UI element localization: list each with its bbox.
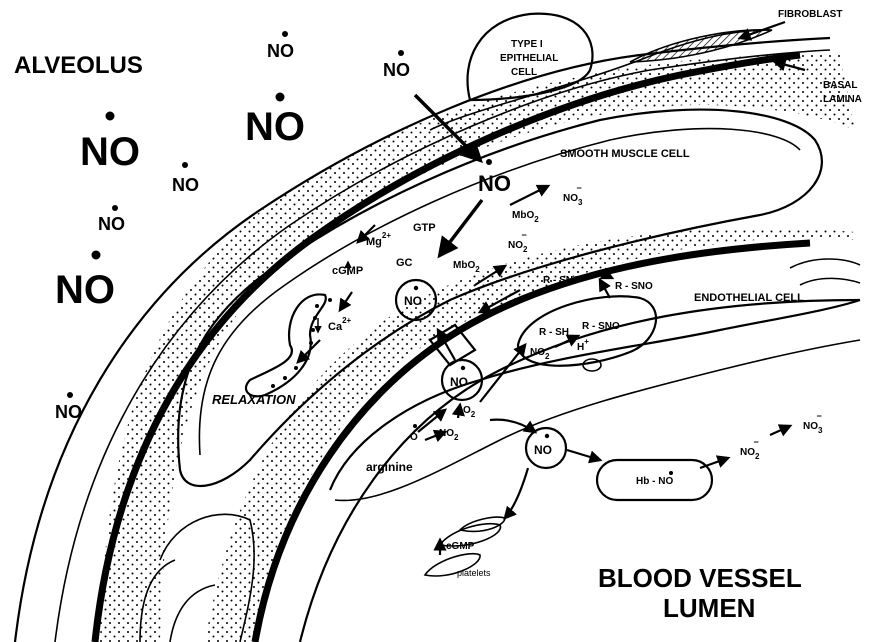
endothelial-junction-2 (800, 278, 860, 285)
label-arginine: arginine (366, 460, 413, 474)
arrow-no-to-gc (440, 200, 482, 255)
label-rsh: R - SH (539, 327, 569, 338)
arrow-no-to-mbo2 (510, 186, 548, 205)
label-hb-no: Hb - NO (636, 476, 673, 487)
no-label-large-2: NO (80, 130, 140, 174)
label-o2: O2 (463, 405, 476, 419)
label-platelets: platelets (457, 568, 491, 578)
label-no3-lumen: NO3− (803, 411, 823, 435)
arrow-to-lumen-no (490, 420, 535, 432)
no-label-large-1: NO (245, 105, 305, 149)
no-label-circle-endothelial: NO (450, 375, 468, 389)
arrow-cgmp-ca (340, 292, 352, 310)
label-endothelial-cell: ENDOTHELIAL CELL (694, 292, 804, 304)
label-type1-line2: EPITHELIAL (500, 53, 558, 64)
no-label-small-2: NO (383, 60, 410, 80)
label-cgmp-smc: cGMP (332, 265, 363, 277)
no-label-small-4: NO (98, 214, 125, 234)
arrow-ca-relaxation (298, 340, 320, 362)
label-blood-vessel-line1: BLOOD VESSEL (598, 563, 802, 593)
label-no2-top: NO2− (508, 230, 528, 254)
label-no3-top: NO3− (563, 183, 583, 207)
label-rsno-1: R - SNO (543, 275, 581, 286)
label-alveolus: ALVEOLUS (14, 52, 143, 79)
arrow-no2-no3 (770, 426, 790, 435)
label-cgmp-platelets: cGMP (446, 541, 475, 552)
no-label-small-5: NO (55, 402, 82, 422)
label-blood-vessel-line2: LUMEN (663, 593, 755, 623)
no-label-small-1: NO (267, 41, 294, 61)
arrow-no-endothelial-up (480, 345, 525, 402)
label-o-atom: O (410, 432, 418, 443)
no-label-small-3: NO (172, 175, 199, 195)
label-smooth-muscle-cell: SMOOTH MUSCLE CELL (560, 148, 690, 160)
no-label-large-3: NO (55, 268, 115, 312)
endothelial-junction (790, 259, 860, 268)
label-type1-line3: CELL (511, 67, 537, 78)
arrow-no-to-platelets (505, 468, 528, 518)
label-basal-line1: BASAL (823, 80, 857, 91)
label-no2-endo: NO2 (439, 428, 459, 442)
label-mbo2-mid: MbO2 (453, 260, 480, 274)
label-type1-line1: TYPE I (511, 39, 543, 50)
label-h-plus: H+ (577, 337, 589, 353)
label-no2-lumen: NO2− (740, 437, 760, 461)
label-ca: Ca2+ (328, 316, 352, 333)
label-gc: GC (396, 257, 413, 269)
no-label-circle-lumen: NO (534, 443, 552, 457)
label-relaxation: RELAXATION (212, 392, 296, 407)
label-rsno-3: R - SNO (582, 321, 620, 332)
small-vesicle (583, 359, 601, 371)
label-rsno-2: R - SNO (615, 281, 653, 292)
arrow-no2-up (458, 405, 460, 418)
no-label-wall-entry: NO (478, 171, 511, 196)
label-gtp: GTP (413, 222, 436, 234)
label-fibroblast: FIBROBLAST (778, 9, 842, 20)
arrow-rsno-up (600, 280, 610, 298)
arrow-no-to-hb (567, 450, 600, 460)
label-mbo2-top: MbO2 (512, 210, 539, 224)
label-basal-line2: LAMINA (823, 94, 862, 105)
no-label-circle-smc: NO (404, 294, 422, 308)
